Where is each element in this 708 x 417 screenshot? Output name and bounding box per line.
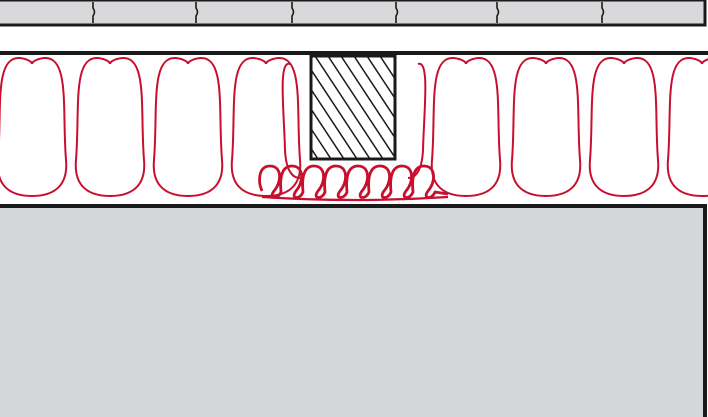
board-joint-1 (92, 2, 96, 23)
base-slab (0, 204, 707, 417)
top-board-layer (0, 0, 707, 27)
batt-loop-7 (588, 56, 660, 198)
board-joint-6 (601, 2, 605, 23)
batt-loop-3 (152, 56, 224, 198)
joist-outline (309, 54, 397, 161)
batt-loop-1 (0, 56, 68, 198)
batt-loop-6 (510, 56, 582, 198)
hatch-line-10 (366, 56, 395, 100)
board-joint-3 (291, 2, 295, 23)
hatch-line-2 (311, 127, 332, 159)
hatch-line-7 (327, 56, 395, 159)
hatch-line-11 (379, 56, 395, 81)
hatch-line-4 (311, 87, 358, 159)
hatch-line-6 (314, 56, 384, 159)
timber-joist (309, 54, 397, 161)
hatch-line-5 (311, 68, 371, 159)
insulation-layer (0, 51, 708, 206)
batt-loop-5 (430, 56, 502, 198)
board-joint-4 (395, 2, 399, 23)
board-joints (92, 2, 605, 23)
compressed-coil-base (261, 195, 449, 202)
board-joint-2 (195, 2, 199, 23)
batt-insulation-loops (0, 56, 708, 198)
joist-hatching (311, 56, 395, 159)
compressed-insulation-coils (258, 164, 449, 202)
board-joint-5 (496, 2, 500, 23)
batt-loop-4 (230, 56, 302, 198)
hatch-line-9 (353, 56, 395, 120)
hatch-line-3 (311, 107, 345, 159)
base-slab-layer (0, 204, 707, 417)
top-board (0, 0, 707, 27)
batt-loop-8 (666, 56, 708, 198)
compressed-coil-strand (258, 164, 449, 199)
batt-loop-2 (74, 56, 146, 198)
batt-loop-left-partial (281, 62, 301, 179)
batt-loop-right-partial (407, 62, 427, 179)
hatch-line-8 (340, 56, 395, 140)
